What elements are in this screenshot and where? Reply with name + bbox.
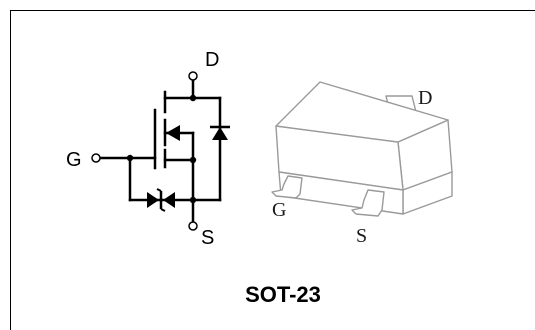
package-gate-label: G <box>272 199 286 221</box>
schematic-drain-label: D <box>205 49 219 71</box>
mosfet-diagram: D G S D G S SOT-23 <box>66 49 453 307</box>
package-source-label: S <box>356 225 367 247</box>
schematic-gate-label: G <box>66 149 82 171</box>
body-diode-icon <box>210 125 230 140</box>
sot23-package-drawing <box>271 81 453 217</box>
diagram-frame <box>10 10 535 330</box>
zener-diode-icon <box>147 188 175 212</box>
drain-terminal-icon <box>188 71 198 81</box>
source-terminal-icon <box>188 221 198 231</box>
junction-dots <box>126 94 197 204</box>
body-arrow-icon <box>166 125 180 141</box>
schematic-source-label: S <box>201 227 214 249</box>
package-name-caption: SOT-23 <box>245 282 321 307</box>
package-drain-label: D <box>418 87 432 109</box>
gate-terminal-icon <box>91 153 101 163</box>
